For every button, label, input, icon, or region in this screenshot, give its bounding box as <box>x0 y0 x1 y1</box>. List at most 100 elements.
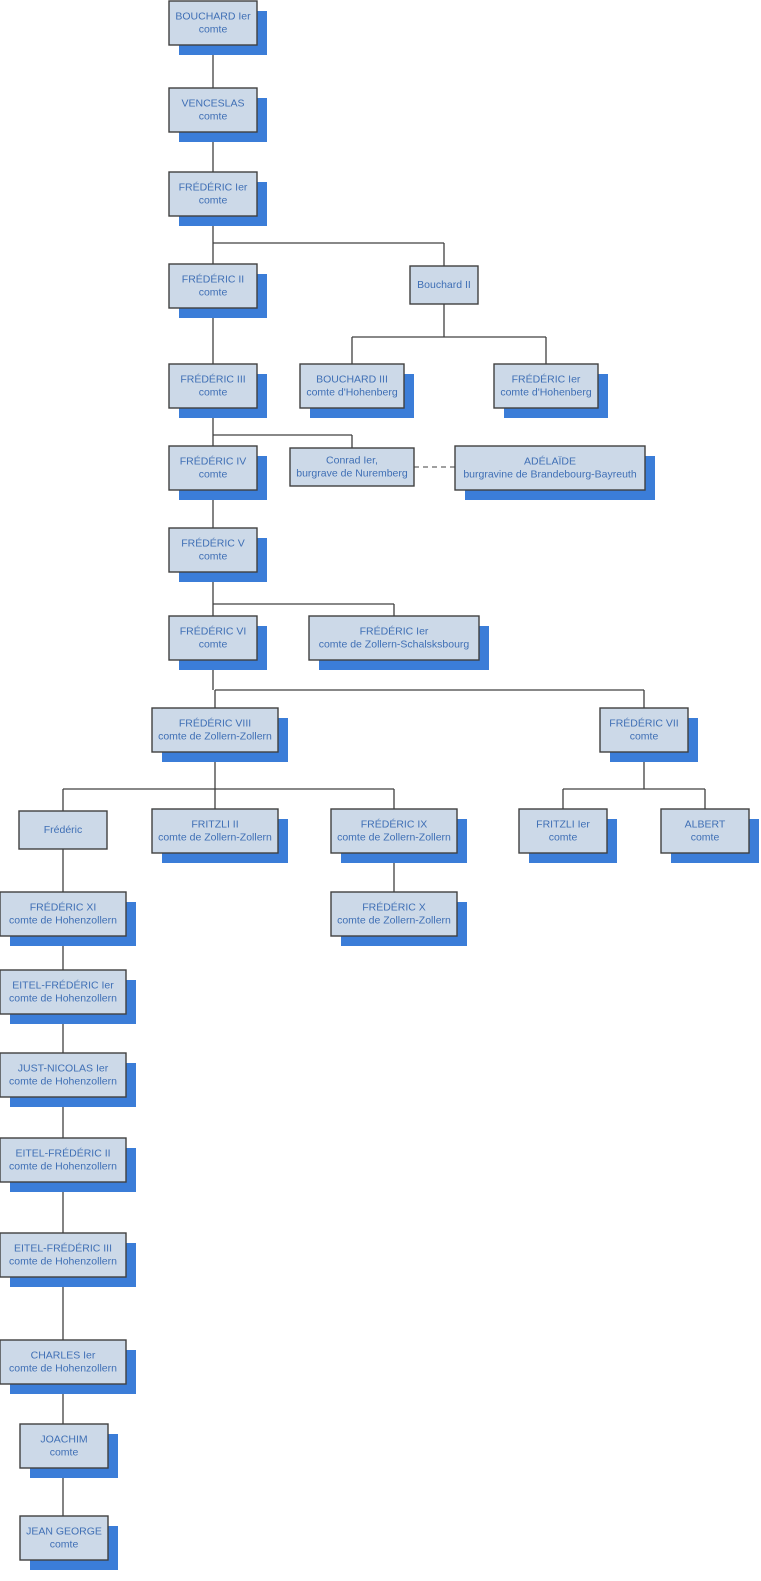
node-box-bouchard-iii[interactable] <box>299 363 405 409</box>
node-box-frederic-ier-hohenberg[interactable] <box>493 363 599 409</box>
node-label-frederic-xi-line-2: comte de Hohenzollern <box>9 914 117 926</box>
node-box-frederic-v[interactable] <box>168 527 258 573</box>
node-label-charles-ier-line-2: comte de Hohenzollern <box>9 1362 117 1374</box>
node-box-joachim[interactable] <box>19 1423 109 1469</box>
node-label-eitel-frederic-ii-line-2: comte de Hohenzollern <box>9 1160 117 1172</box>
node-label-bouchard-iii-line-2: comte d'Hohenberg <box>306 386 397 398</box>
node-box-venceslas[interactable] <box>168 87 258 133</box>
node-label-fritzli-ii-line-1: FRITZLI II <box>191 818 238 830</box>
node-label-frederic-x-line-1: FRÉDÉRIC X <box>362 900 426 913</box>
node-box-frederic-ier[interactable] <box>168 171 258 217</box>
node-label-jean-george-line-1: JEAN GEORGE <box>26 1525 102 1537</box>
node-box-frederic-ier-zollern-schalsksbourg[interactable] <box>308 615 480 661</box>
node-label-albert-line-2: comte <box>691 831 720 843</box>
node-label-frederic-ier-zollern-schalsksbourg-line-1: FRÉDÉRIC Ier <box>360 624 429 637</box>
node-box-just-nicolas-ier[interactable] <box>0 1052 127 1098</box>
node-label-albert-line-1: ALBERT <box>685 818 726 830</box>
node-box-adelaide[interactable] <box>454 445 646 491</box>
node-label-eitel-frederic-ii-line-1: EITEL-FRÉDÉRIC II <box>15 1146 110 1159</box>
node-box-eitel-frederic-iii[interactable] <box>0 1232 127 1278</box>
node-bouchard-ii[interactable]: Bouchard II <box>409 265 479 305</box>
node-label-bouchard-ier-line-1: BOUCHARD Ier <box>175 10 251 22</box>
node-box-albert[interactable] <box>660 808 750 854</box>
node-box-charles-ier[interactable] <box>0 1339 127 1385</box>
node-label-venceslas-line-1: VENCESLAS <box>181 97 244 109</box>
node-box-frederic-x[interactable] <box>330 891 458 937</box>
node-label-frederic-iii-line-2: comte <box>199 386 228 398</box>
node-box-bouchard-ii[interactable] <box>409 265 479 305</box>
node-box-frederic-viii[interactable] <box>151 707 279 753</box>
node-label-jean-george-line-2: comte <box>50 1538 79 1550</box>
node-label-frederic-xi-line-1: FRÉDÉRIC XI <box>30 900 97 913</box>
node-label-conrad-ier-line-2: burgrave de Nuremberg <box>296 467 408 479</box>
node-label-eitel-frederic-iii-line-2: comte de Hohenzollern <box>9 1255 117 1267</box>
node-label-adelaide-line-1: ADÉLAÏDE <box>524 454 576 467</box>
node-label-fritzli-ii-line-2: comte de Zollern-Zollern <box>158 831 272 843</box>
node-label-charles-ier-line-1: CHARLES Ier <box>31 1349 96 1361</box>
node-label-frederic-ier-hohenberg-line-2: comte d'Hohenberg <box>500 386 591 398</box>
node-box-frederic-xi[interactable] <box>0 891 127 937</box>
node-label-frederic-viii-line-2: comte de Zollern-Zollern <box>158 730 272 742</box>
node-label-joachim-line-1: JOACHIM <box>40 1433 87 1445</box>
node-box-frederic[interactable] <box>18 810 108 850</box>
node-conrad-ier[interactable]: Conrad Ier,burgrave de Nuremberg <box>289 447 415 487</box>
node-box-conrad-ier[interactable] <box>289 447 415 487</box>
node-label-frederic-ix-line-1: FRÉDÉRIC IX <box>361 817 428 830</box>
node-box-fritzli-ii[interactable] <box>151 808 279 854</box>
connector-frederic-vi-fork <box>212 660 645 708</box>
node-label-frederic-ier-line-2: comte <box>199 194 228 206</box>
node-box-frederic-vii[interactable] <box>599 707 689 753</box>
node-box-frederic-vi[interactable] <box>168 615 258 661</box>
node-box-frederic-iii[interactable] <box>168 363 258 409</box>
node-label-frederic-ier-hohenberg-line-1: FRÉDÉRIC Ier <box>512 372 581 385</box>
node-label-bouchard-ii-line-1: Bouchard II <box>417 279 471 291</box>
node-label-conrad-ier-line-1: Conrad Ier, <box>326 454 378 466</box>
node-box-eitel-frederic-ii[interactable] <box>0 1137 127 1183</box>
node-label-frederic-vi-line-1: FRÉDÉRIC VI <box>180 624 247 637</box>
node-frederic[interactable]: Frédéric <box>18 810 108 850</box>
node-label-frederic-ii-line-1: FRÉDÉRIC II <box>182 272 244 285</box>
node-label-frederic-viii-line-1: FRÉDÉRIC VIII <box>179 716 251 729</box>
node-box-frederic-ix[interactable] <box>330 808 458 854</box>
node-box-jean-george[interactable] <box>19 1515 109 1561</box>
node-label-frederic-ier-line-1: FRÉDÉRIC Ier <box>179 180 248 193</box>
node-label-just-nicolas-ier-line-2: comte de Hohenzollern <box>9 1075 117 1087</box>
node-box-fritzli-ier[interactable] <box>518 808 608 854</box>
node-box-bouchard-ier[interactable] <box>168 0 258 46</box>
node-box-frederic-iv[interactable] <box>168 445 258 491</box>
node-box-eitel-frederic-ier[interactable] <box>0 969 127 1015</box>
node-label-frederic-ii-line-2: comte <box>199 286 228 298</box>
node-label-frederic-vii-line-2: comte <box>630 730 659 742</box>
node-label-fritzli-ier-line-2: comte <box>549 831 578 843</box>
node-box-frederic-ii[interactable] <box>168 263 258 309</box>
connector-frederic-v-fork <box>212 572 395 616</box>
